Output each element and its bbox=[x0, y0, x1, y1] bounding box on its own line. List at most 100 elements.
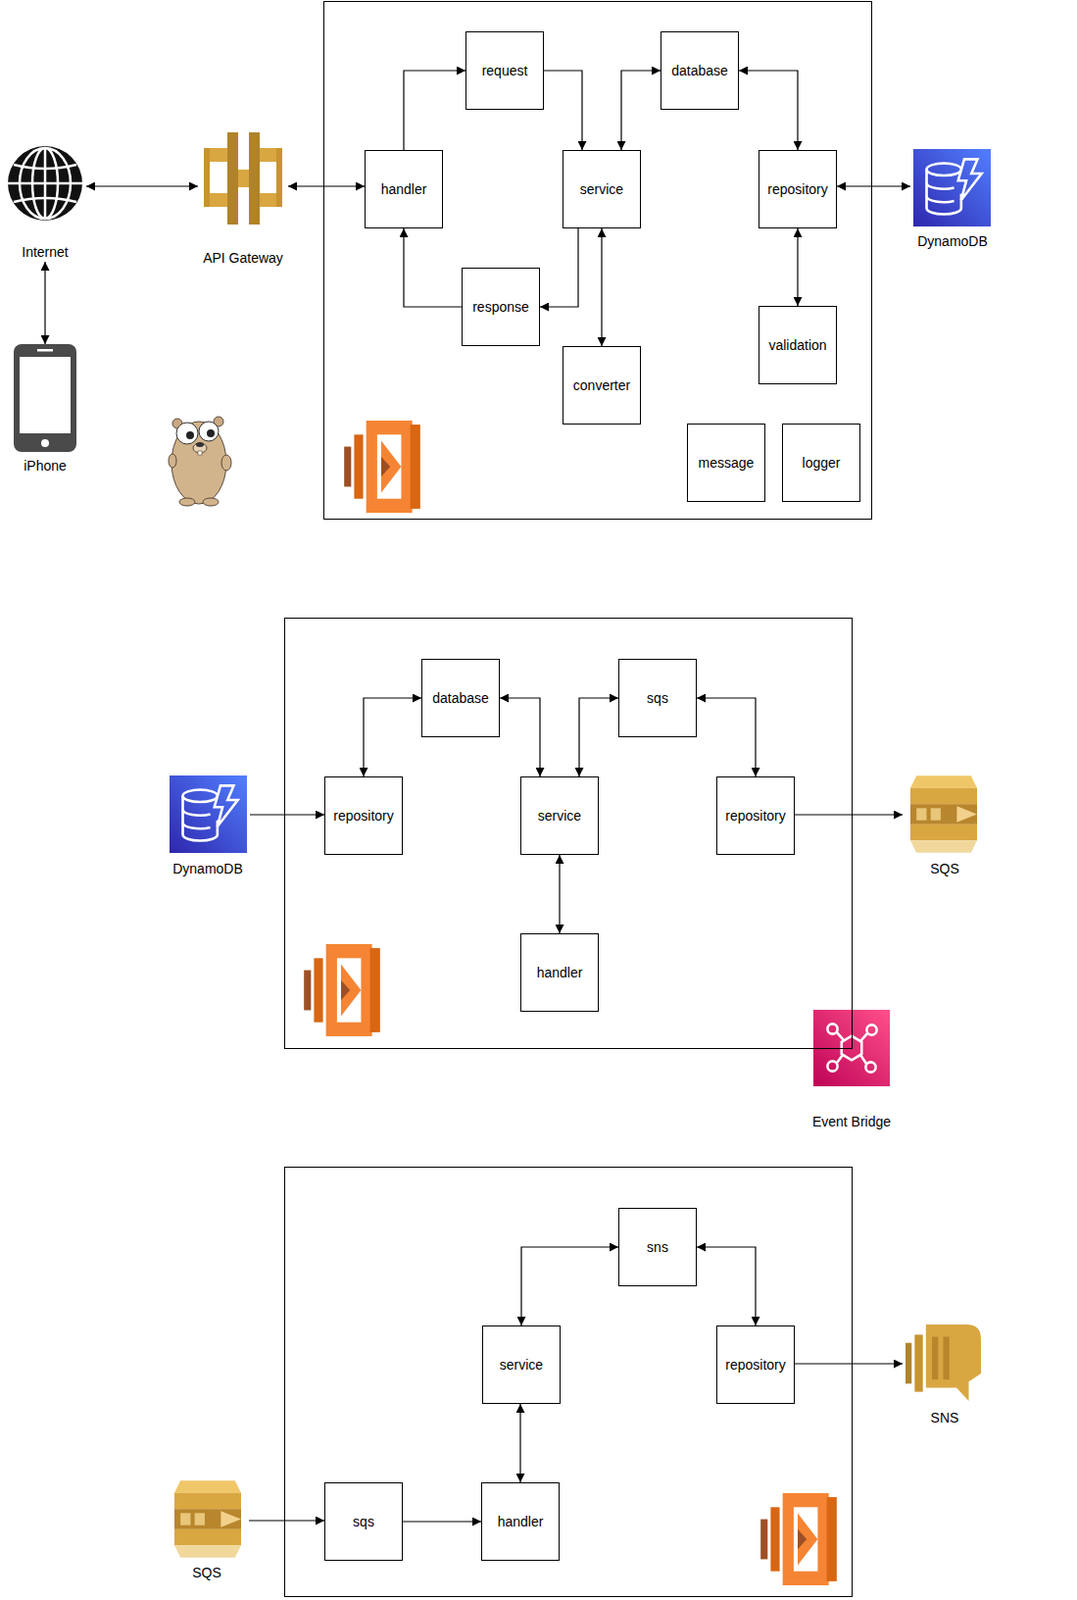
component-box: service bbox=[520, 776, 599, 855]
connector bbox=[621, 70, 661, 150]
api-gateway-icon bbox=[203, 132, 283, 225]
service-icon-node: SQS bbox=[902, 772, 987, 879]
icon-label: Event Bridge bbox=[812, 1113, 891, 1129]
icon-label: Internet bbox=[21, 244, 68, 260]
component-box: handler bbox=[520, 932, 599, 1012]
box-label: handler bbox=[537, 964, 584, 980]
component-box: message bbox=[686, 423, 766, 502]
connector bbox=[44, 261, 46, 344]
connector bbox=[696, 1246, 756, 1325]
connector bbox=[794, 813, 903, 815]
component-box: service bbox=[482, 1324, 561, 1404]
eventbridge-icon bbox=[813, 1009, 890, 1086]
service-icon-node: iPhone bbox=[3, 343, 87, 476]
connector bbox=[521, 1246, 619, 1325]
box-label: handler bbox=[497, 1513, 544, 1529]
connector bbox=[403, 70, 466, 150]
service-icon-node: Event Bridge bbox=[811, 1007, 892, 1131]
icon-label: DynamoDB bbox=[172, 860, 244, 877]
connector bbox=[288, 185, 365, 187]
component-box: converter bbox=[562, 345, 641, 425]
box-label: repository bbox=[725, 807, 785, 824]
connector bbox=[363, 697, 422, 777]
connector bbox=[248, 1518, 325, 1520]
connector bbox=[543, 70, 583, 150]
box-label: converter bbox=[573, 377, 631, 393]
connector bbox=[539, 228, 579, 307]
component-box: database bbox=[660, 31, 739, 110]
box-label: service bbox=[538, 807, 582, 824]
component-box: sqs bbox=[618, 658, 697, 737]
component-box: handler bbox=[364, 149, 443, 229]
icon-label: DynamoDB bbox=[917, 233, 988, 249]
sqs-icon bbox=[174, 1479, 242, 1557]
box-label: response bbox=[472, 298, 530, 315]
component-box: response bbox=[461, 267, 540, 346]
component-box: validation bbox=[758, 305, 837, 385]
component-box: repository bbox=[716, 776, 795, 855]
connector bbox=[519, 1403, 521, 1482]
connector bbox=[836, 185, 911, 187]
connector bbox=[249, 813, 325, 815]
service-icon-node: DynamoDB bbox=[910, 146, 995, 251]
component-box: handler bbox=[481, 1481, 560, 1561]
service-icon-node: API Gateway bbox=[197, 130, 289, 268]
lambda-container: sns service repository sqs handler bbox=[284, 1166, 853, 1597]
service-icon-node: DynamoDB bbox=[165, 772, 250, 879]
component-box: repository bbox=[758, 149, 837, 229]
connector bbox=[403, 228, 462, 307]
lambda-icon bbox=[343, 420, 421, 513]
service-icon-node: SQS bbox=[164, 1477, 249, 1582]
component-box: repository bbox=[716, 1324, 795, 1404]
connector bbox=[696, 697, 756, 777]
component-box: sns bbox=[618, 1207, 697, 1286]
lambda-container: database sqs repository service repository ha… bbox=[284, 617, 853, 1049]
box-label: validation bbox=[768, 337, 827, 353]
connector bbox=[738, 70, 798, 150]
component-box: repository bbox=[324, 776, 403, 855]
dynamodb-icon bbox=[913, 148, 991, 227]
box-label: sns bbox=[646, 1238, 669, 1255]
icon-label: SNS bbox=[930, 1409, 960, 1425]
service-icon-node: Internet bbox=[3, 142, 87, 262]
connector bbox=[600, 228, 602, 346]
service-icon-node: SNS bbox=[902, 1321, 987, 1427]
box-label: logger bbox=[802, 454, 841, 471]
lambda-icon bbox=[303, 943, 381, 1036]
box-label: sqs bbox=[352, 1513, 375, 1529]
lambda-icon bbox=[760, 1492, 837, 1585]
sqs-icon bbox=[910, 775, 978, 852]
connector bbox=[402, 1519, 482, 1521]
box-label: repository bbox=[725, 1356, 785, 1372]
box-label: service bbox=[499, 1356, 543, 1372]
box-label: repository bbox=[767, 181, 828, 197]
icon-label: iPhone bbox=[23, 457, 67, 474]
icon-label: API Gateway bbox=[202, 249, 284, 266]
connector bbox=[558, 854, 560, 933]
box-label: sqs bbox=[646, 689, 669, 706]
component-box: request bbox=[465, 31, 544, 110]
gopher-mascot bbox=[168, 416, 232, 506]
iphone-icon bbox=[13, 343, 77, 452]
icon-label: SQS bbox=[192, 1564, 222, 1580]
box-label: request bbox=[482, 62, 529, 79]
box-label: message bbox=[698, 454, 755, 471]
connector bbox=[796, 228, 798, 306]
connector bbox=[579, 697, 619, 777]
connector bbox=[794, 1362, 903, 1364]
box-label: database bbox=[432, 689, 490, 706]
box-label: database bbox=[671, 62, 729, 79]
icon-label: SQS bbox=[930, 860, 960, 877]
component-box: database bbox=[421, 658, 500, 737]
lambda-container: request database handler service repository r… bbox=[323, 0, 873, 520]
component-box: logger bbox=[782, 423, 861, 502]
sns-icon bbox=[905, 1323, 981, 1401]
component-box: service bbox=[562, 149, 641, 229]
connector bbox=[86, 185, 198, 187]
dynamodb-icon bbox=[169, 775, 247, 853]
globe-icon bbox=[7, 146, 83, 221]
box-label: service bbox=[580, 181, 624, 197]
box-label: repository bbox=[333, 807, 393, 824]
component-box: sqs bbox=[324, 1481, 403, 1561]
